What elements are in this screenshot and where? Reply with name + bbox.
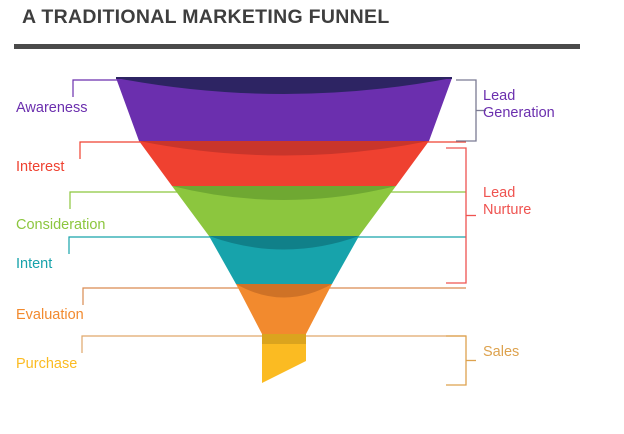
funnel-band-rim-interest — [139, 141, 429, 156]
stage-connector-evaluation — [82, 287, 466, 305]
group-label-lead-generation: Lead Generation — [483, 88, 555, 121]
funnel-band-rim-awareness — [116, 78, 452, 94]
group-bracket-lead-nurture — [446, 147, 467, 284]
group-bracket-sales — [446, 335, 467, 386]
stage-connector-lines — [68, 79, 466, 353]
funnel-band-rim-intent — [209, 236, 359, 250]
stage-label-interest: Interest — [16, 159, 65, 175]
stage-label-consideration: Consideration — [16, 217, 106, 233]
group-brackets — [446, 79, 486, 386]
funnel-band-interest — [139, 141, 429, 194]
funnel-band-evaluation — [236, 284, 332, 342]
group-label-sales: Sales — [483, 344, 520, 360]
group-label-lead-nurture: Lead Nurture — [483, 185, 532, 218]
title-divider-rule — [14, 44, 580, 49]
page-title: A TRADITIONAL MARKETING FUNNEL — [22, 6, 390, 28]
stage-label-awareness: Awareness — [16, 100, 88, 116]
stage-label-intent: Intent — [16, 256, 53, 272]
stage-label-evaluation: Evaluation — [16, 307, 84, 323]
funnel-bands — [116, 77, 452, 383]
group-bracket-lead-generation — [456, 79, 477, 142]
funnel-band-rim-purchase — [262, 334, 306, 344]
funnel-band-purchase — [262, 334, 306, 383]
funnel-band-intent — [209, 236, 359, 292]
funnel-band-awareness — [116, 78, 452, 149]
funnel-band-rim-evaluation — [236, 284, 332, 298]
stage-connector-purchase — [81, 335, 466, 353]
stage-label-purchase: Purchase — [16, 356, 78, 372]
funnel-band-rim-consideration — [172, 186, 396, 200]
funnel-band-consideration — [172, 186, 396, 244]
